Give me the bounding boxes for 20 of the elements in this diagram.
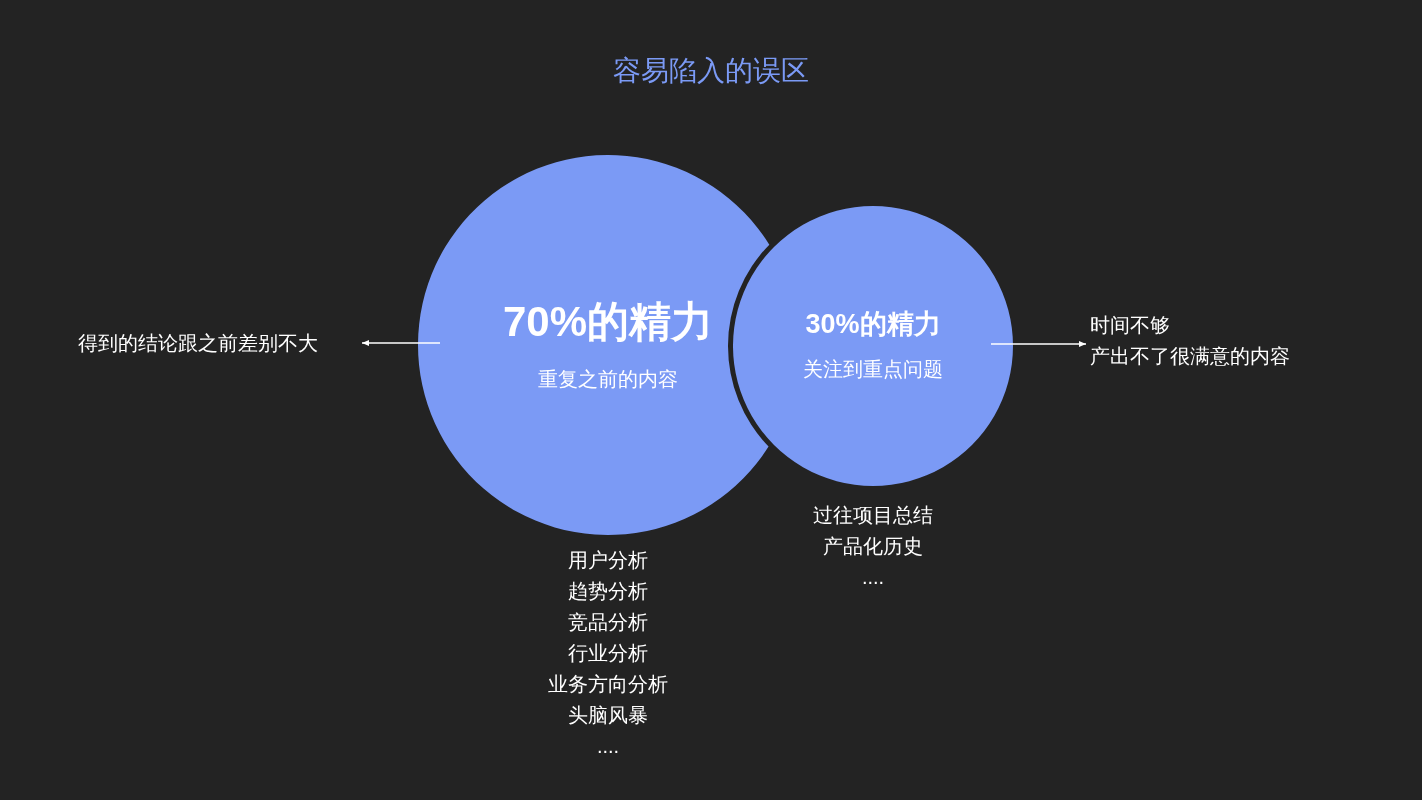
list-item: ....	[596, 734, 620, 759]
list-item: 头脑风暴	[568, 703, 648, 728]
arrow	[361, 340, 441, 346]
list-item: 趋势分析	[568, 579, 648, 604]
circle-heading: 30%的精力	[805, 308, 941, 342]
note-text: 得到的结论跟之前差别不大	[78, 331, 319, 356]
circle-text: 关注到重点问题	[803, 356, 943, 382]
circle-heading: 70%的精力	[502, 296, 714, 347]
arrow	[990, 341, 1087, 347]
note-text: 时间不够	[1090, 313, 1171, 338]
list-item: 过往项目总结	[813, 503, 933, 528]
list-item: 竞品分析	[568, 610, 648, 635]
circle-text: 重复之前的内容	[538, 367, 678, 393]
list-item: 用户分析	[568, 548, 648, 573]
note-text: 产出不了很满意的内容	[1090, 344, 1291, 369]
list-item: 业务方向分析	[548, 672, 668, 697]
title: 容易陷入的误区	[613, 54, 809, 88]
list-item: ....	[861, 565, 885, 590]
list-item: 行业分析	[568, 641, 648, 666]
list-item: 产品化历史	[823, 534, 923, 559]
